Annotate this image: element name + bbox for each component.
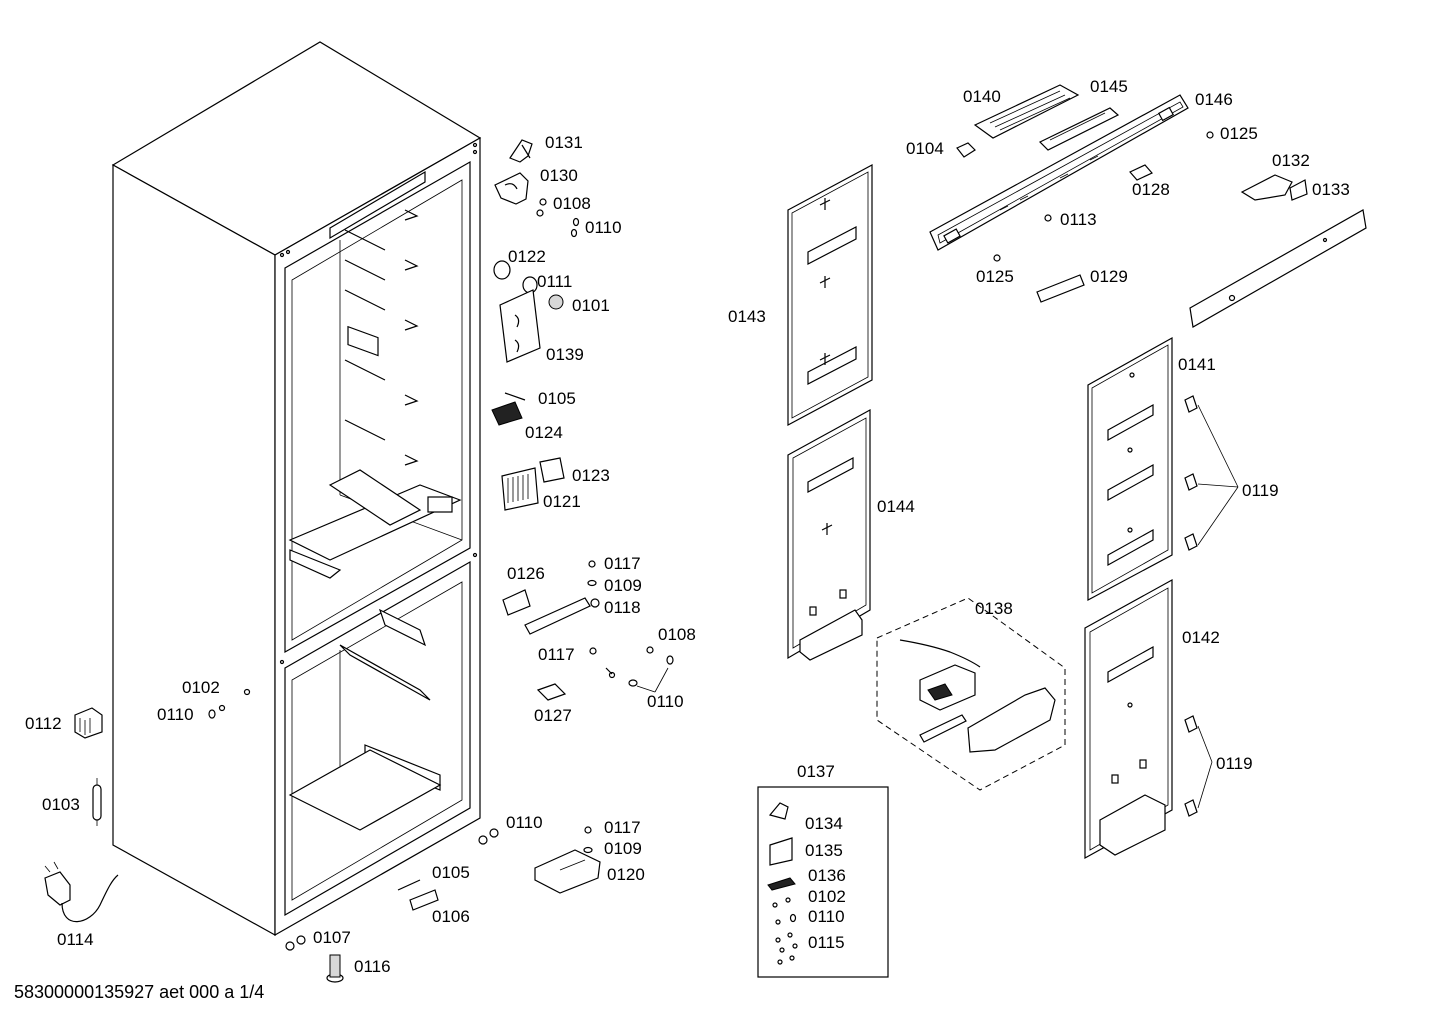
label-0123: 0123 [572,466,610,485]
part-0139-panel [499,289,541,363]
part-0117-0109-0120-foot [534,826,601,894]
label-0143: 0143 [728,307,766,326]
label-0119: 0119 [1242,481,1279,500]
label-0146: 0146 [1195,90,1233,109]
label-0105-b: 0105 [432,863,470,882]
part-0110-0105-0106-bottom [397,828,499,911]
small-screws-left [208,704,226,719]
label-0139: 0139 [546,345,584,364]
label-0137: 0137 [797,762,835,781]
label-0106: 0106 [432,907,470,926]
part-0130-hinge-cover [494,172,529,205]
label-0103: 0103 [42,795,80,814]
label-0132: 0132 [1272,151,1310,170]
label-0140: 0140 [963,87,1001,106]
label-0134: 0134 [805,814,843,833]
label-0125-b: 0125 [976,267,1014,286]
label-0145: 0145 [1090,77,1128,96]
label-0109: 0109 [604,576,642,595]
label-0102-b: 0102 [808,887,846,906]
label-0133: 0133 [1312,180,1350,199]
part-0146-control-bar [929,94,1214,262]
label-0130: 0130 [540,166,578,185]
label-0144: 0144 [877,497,915,516]
label-0101: 0101 [572,296,610,315]
part-0112-plug-block [74,707,103,739]
label-0118: 0118 [604,598,641,617]
label-0127: 0127 [534,706,572,725]
label-0122: 0122 [508,247,546,266]
label-0110-b: 0110 [647,692,684,711]
part-0143-door-liner [787,163,873,427]
label-0129: 0129 [1090,267,1128,286]
part-0119-pins-lower [1184,715,1213,817]
label-0110-c: 0110 [157,705,194,724]
label-0108-b: 0108 [658,625,696,644]
label-0111: 0111 [537,272,572,291]
label-0102: 0102 [182,678,220,697]
label-0110-e: 0110 [808,907,845,926]
label-0136: 0136 [808,866,846,885]
label-0124: 0124 [525,423,563,442]
part-0126-0118-hinge [502,560,600,635]
label-0110-d: 0110 [506,813,543,832]
part-0137-small-parts-box [757,786,889,978]
part-0132-0133-bracket [1240,174,1308,201]
part-0107-0116-feet [285,935,344,983]
label-0115: 0115 [808,933,845,952]
refrigerator-cabinet [111,41,482,937]
part-0141-door-liner [1087,336,1173,602]
part-0119-pins-upper [1184,395,1239,551]
label-0128: 0128 [1132,180,1170,199]
label-0109-b: 0109 [604,839,642,858]
part-0131-clip [509,139,533,163]
label-0125: 0125 [1220,124,1258,143]
part-0129-plate [1036,274,1085,303]
part-0123-0121-vent [501,457,565,511]
label-0119-b: 0119 [1216,754,1253,773]
part-0144-door-liner [787,408,871,661]
part-0142-door-liner [1084,578,1173,860]
label-0105: 0105 [538,389,576,408]
label-0117: 0117 [604,554,641,573]
label-0117-b: 0117 [538,645,575,664]
label-0135: 0135 [805,841,843,860]
part-0105-0124-lamp [491,392,526,426]
trim-strip [1189,209,1367,328]
label-0117-c: 0117 [604,818,641,837]
label-0120: 0120 [607,865,645,884]
label-0113: 0113 [1060,210,1097,229]
label-0110: 0110 [585,218,622,237]
label-0138: 0138 [975,599,1013,618]
part-0127-clip [536,683,567,701]
part-0140-0145-control-housing [973,84,1120,151]
part-0138-kit-outline [876,597,1066,791]
part-0104-connector [956,142,976,158]
label-0107: 0107 [313,928,351,947]
part-labels: 0131 0130 0108 0110 0122 0111 0101 0139 … [25,77,1350,976]
label-0108: 0108 [553,194,591,213]
label-0104: 0104 [906,139,944,158]
label-0116: 0116 [354,957,391,976]
label-0142: 0142 [1182,628,1220,647]
part-0108-0110-screws-top [536,198,580,238]
label-0141: 0141 [1178,355,1216,374]
part-0103-lamp-tube [92,778,102,826]
label-0126: 0126 [507,564,545,583]
part-0128-clip [1129,164,1153,181]
part-0122-0111-knobs [493,260,564,310]
label-0112: 0112 [25,714,62,733]
label-0114: 0114 [57,930,94,949]
label-0131: 0131 [545,133,583,152]
document-code: 58300000135927 aet 000 a 1/4 [14,982,264,1002]
label-0121: 0121 [543,492,581,511]
part-0114-power-cord [44,861,119,923]
part-0117-0108-0110-screws [589,646,674,693]
